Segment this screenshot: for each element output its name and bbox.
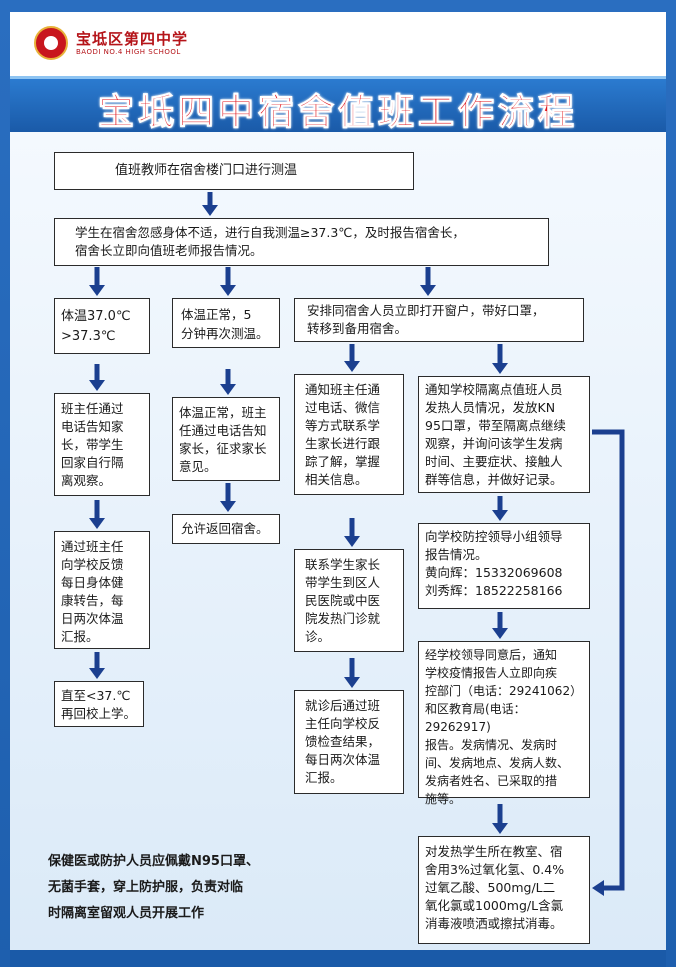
step-temperature-check: 值班教师在宿舍楼门口进行测温 <box>54 152 414 190</box>
title-bar: 宝坻四中宿舍值班工作流程 <box>10 76 666 134</box>
step-student-unwell: 学生在宿舍忽感身体不适，进行自我测温≥37.3℃，及时报告宿舍长， 宿舍长立即向… <box>54 218 549 266</box>
box-normal-ask-parents: 体温正常，班主 任通过电话告知 家长，征求家长 意见。 <box>172 397 280 481</box>
box-hospital-visit: 联系学生家长 带学生到区人 民医院或中医 院发热门诊就 诊。 <box>294 549 404 652</box>
box-report-cdc: 经学校领导同意后，通知 学校疫情报告人立即向疾 控部门（电话：29241062）… <box>418 641 590 806</box>
page-title: 宝坻四中宿舍值班工作流程 <box>97 92 578 134</box>
header: 宝坻区第四中学 BAODI NO.4 HIGH SCHOOL 宝坻四中宿舍值班工… <box>10 12 666 134</box>
school-seal-icon <box>34 26 68 60</box>
box-normal-retest: 体温正常，5 分钟再次测温。 <box>172 298 280 348</box>
box-allow-return-dorm: 允许返回宿舍。 <box>172 514 280 544</box>
school-logo: 宝坻区第四中学 BAODI NO.4 HIGH SCHOOL <box>34 26 234 66</box>
bottom-bar <box>10 950 666 967</box>
logo-school-name: 宝坻区第四中学 <box>76 30 189 48</box>
box-notify-parents-home: 班主任通过 电话告知家 长，带学生 回家自行隔 离观察。 <box>54 393 150 496</box>
protective-equipment-note: 保健医或防护人员应佩戴N95口罩、 无菌手套，穿上防护服，负责对临 时隔离室留观… <box>48 854 259 921</box>
box-report-leaders: 向学校防控领导小组领导 报告情况。 黄向辉：15332069608 刘秀辉：18… <box>418 523 590 609</box>
box-disinfection: 对发热学生所在教室、宿 舍用3%过氧化氢、0.4% 过氧乙酸、500mg/L二 … <box>418 836 590 944</box>
box-daily-health-report: 通过班主任 向学校反馈 每日身体健 康转告，每 日两次体温 汇报。 <box>54 531 150 649</box>
logo-school-name-en: BAODI NO.4 HIGH SCHOOL <box>76 48 181 56</box>
box-isolation-point: 通知学校隔离点值班人员 发热人员情况，发放KN 95口罩，带至隔离点继续 观察，… <box>418 376 590 493</box>
box-contact-parents: 通知班主任通 过电话、微信 等方式联系学 生家长进行跟 踪了解，掌握 相关信息。 <box>294 374 404 495</box>
box-report-results: 就诊后通过班 主任向学校反 馈检查结果， 每日两次体温 汇报。 <box>294 690 404 794</box>
box-ventilate-transfer: 安排同宿舍人员立即打开窗户，带好口罩， 转移到备用宿舍。 <box>294 298 584 342</box>
box-fever-reading: 体温37.0℃ >37.3℃ <box>54 298 150 354</box>
box-return-to-school: 直至<37.℃ 再回校上学。 <box>54 681 144 727</box>
